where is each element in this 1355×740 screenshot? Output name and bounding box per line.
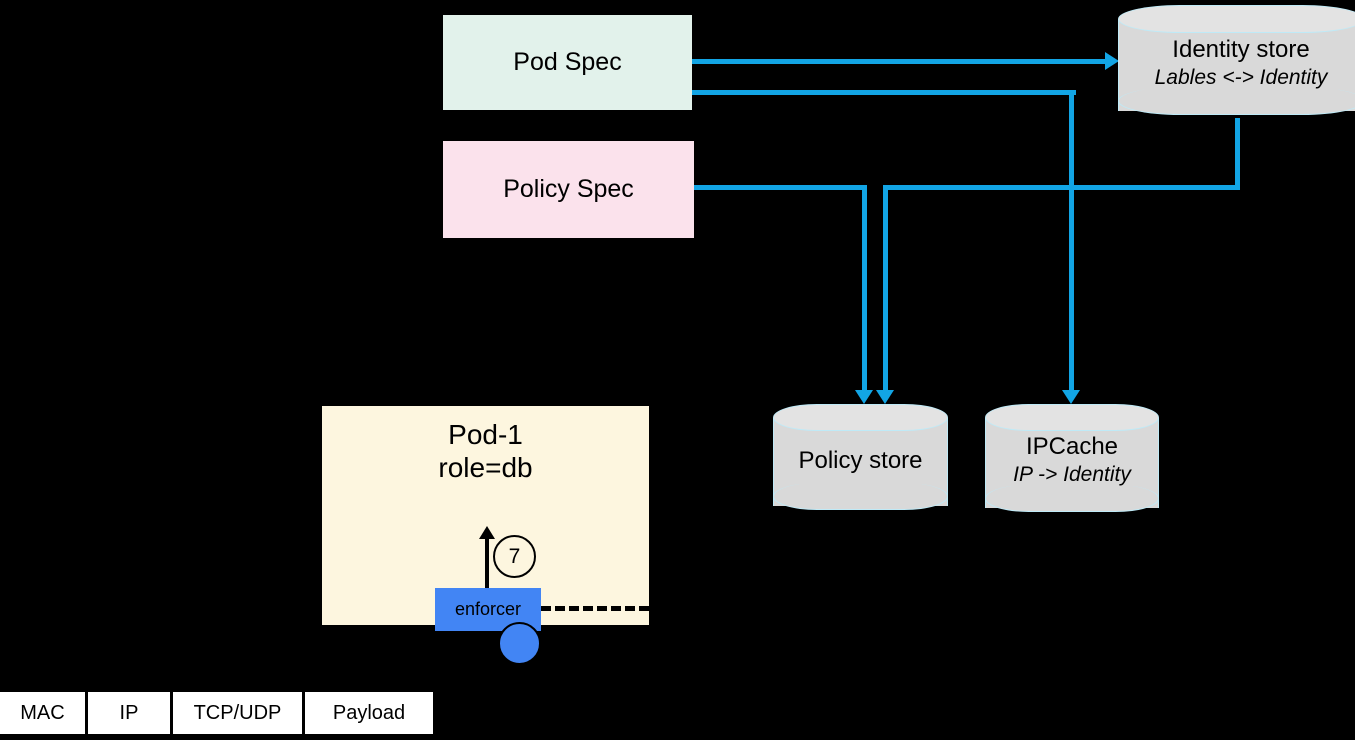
- identity-store-title: Identity store: [1172, 36, 1310, 64]
- pod-1-title: Pod-1: [448, 419, 523, 450]
- pod-1-labels: role=db: [438, 452, 533, 484]
- node-identity-store[interactable]: Identity store Lables <-> Identity: [1118, 5, 1355, 125]
- packet-header-bar: MAC IP TCP/UDP Payload: [0, 692, 433, 734]
- packet-cell-tcp-udp-label: TCP/UDP: [193, 701, 282, 724]
- connector-policyspec-to-policystore-h: [692, 185, 867, 190]
- ipcache-label: IPCache IP -> Identity: [985, 428, 1159, 494]
- connector-podspec-to-ipcache-h: [692, 90, 1076, 95]
- connector-identitystore-out-v: [1235, 118, 1240, 190]
- policy-store-title: Policy store: [798, 446, 923, 474]
- step-badge-7-label: 7: [508, 544, 521, 568]
- arrowhead-policystore-in-right: [876, 390, 894, 404]
- ipcache-bottom-ellipse: [985, 485, 1159, 512]
- packet-cell-ip[interactable]: IP: [88, 692, 170, 734]
- connector-policyspec-to-policystore-v: [862, 185, 867, 392]
- connector-podspec-to-ipcache-v: [1069, 90, 1074, 392]
- policy-store-top-ellipse: [773, 404, 948, 431]
- connector-enforcer-dashed: [541, 606, 649, 611]
- node-enforcer[interactable]: enforcer: [435, 588, 541, 631]
- identity-store-bottom-ellipse: [1118, 87, 1355, 115]
- packet-cell-mac-label: MAC: [20, 701, 65, 724]
- packet-cell-payload-label: Payload: [332, 701, 406, 724]
- ipcache-top-ellipse: [985, 404, 1159, 431]
- step-badge-7: 7: [493, 535, 536, 578]
- ipcache-subtitle: IP -> Identity: [1013, 463, 1131, 487]
- identity-store-subtitle: Lables <-> Identity: [1154, 66, 1328, 90]
- packet-cell-payload[interactable]: Payload: [305, 692, 433, 734]
- connector-identitystore-to-policystore-h: [883, 185, 1240, 190]
- packet-cell-tcp-udp[interactable]: TCP/UDP: [173, 692, 302, 734]
- connector-identitystore-to-policystore-v: [883, 185, 888, 392]
- packet-cell-ip-label: IP: [119, 701, 139, 724]
- packet-cell-mac[interactable]: MAC: [0, 692, 85, 734]
- policy-store-bottom-ellipse: [773, 483, 948, 510]
- identity-store-label: Identity store Lables <-> Identity: [1118, 31, 1355, 97]
- arrowhead-policystore-in-left: [855, 390, 873, 404]
- node-policy-store[interactable]: Policy store: [773, 404, 948, 519]
- step-badge-clipped: [498, 622, 541, 665]
- enforcer-label: enforcer: [454, 599, 522, 619]
- arrowhead-ipcache-in: [1062, 390, 1080, 404]
- node-policy-spec[interactable]: Policy Spec: [443, 141, 694, 238]
- node-ipcache[interactable]: IPCache IP -> Identity: [985, 404, 1159, 521]
- arrowhead-identitystore-in: [1105, 52, 1119, 70]
- connector-podspec-to-identitystore: [692, 59, 1108, 64]
- policy-store-label: Policy store: [773, 430, 948, 492]
- policy-spec-label: Policy Spec: [503, 175, 634, 204]
- node-pod-spec[interactable]: Pod Spec: [443, 15, 692, 110]
- ipcache-title: IPCache: [1025, 433, 1119, 461]
- connector-enforcer-to-pod1-v: [485, 538, 489, 590]
- pod-spec-label: Pod Spec: [513, 48, 622, 77]
- identity-store-top-ellipse: [1118, 5, 1355, 33]
- arrowhead-pod1-in: [479, 526, 495, 539]
